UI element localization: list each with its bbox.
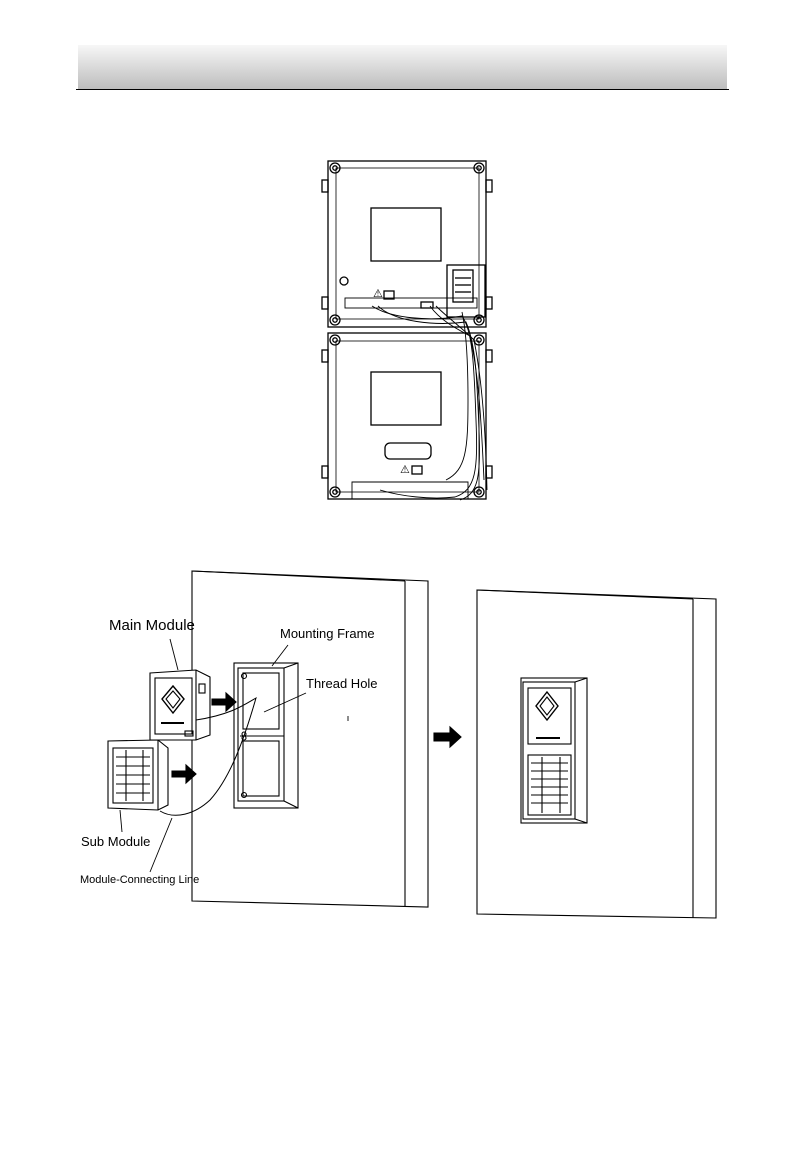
label-connecting-line: Module-Connecting Line xyxy=(80,874,199,886)
assembled-unit xyxy=(521,678,587,823)
label-thread-hole: Thread Hole xyxy=(306,676,378,691)
label-sub-module: Sub Module xyxy=(81,834,150,849)
label-main-module: Main Module xyxy=(109,617,195,634)
sub-module xyxy=(108,740,168,810)
right-wall xyxy=(477,590,716,918)
arrow-main-module xyxy=(212,693,236,711)
arrow-result xyxy=(434,727,461,747)
main-module xyxy=(150,670,210,740)
label-mounting-frame: Mounting Frame xyxy=(280,626,375,641)
left-wall xyxy=(192,571,428,907)
